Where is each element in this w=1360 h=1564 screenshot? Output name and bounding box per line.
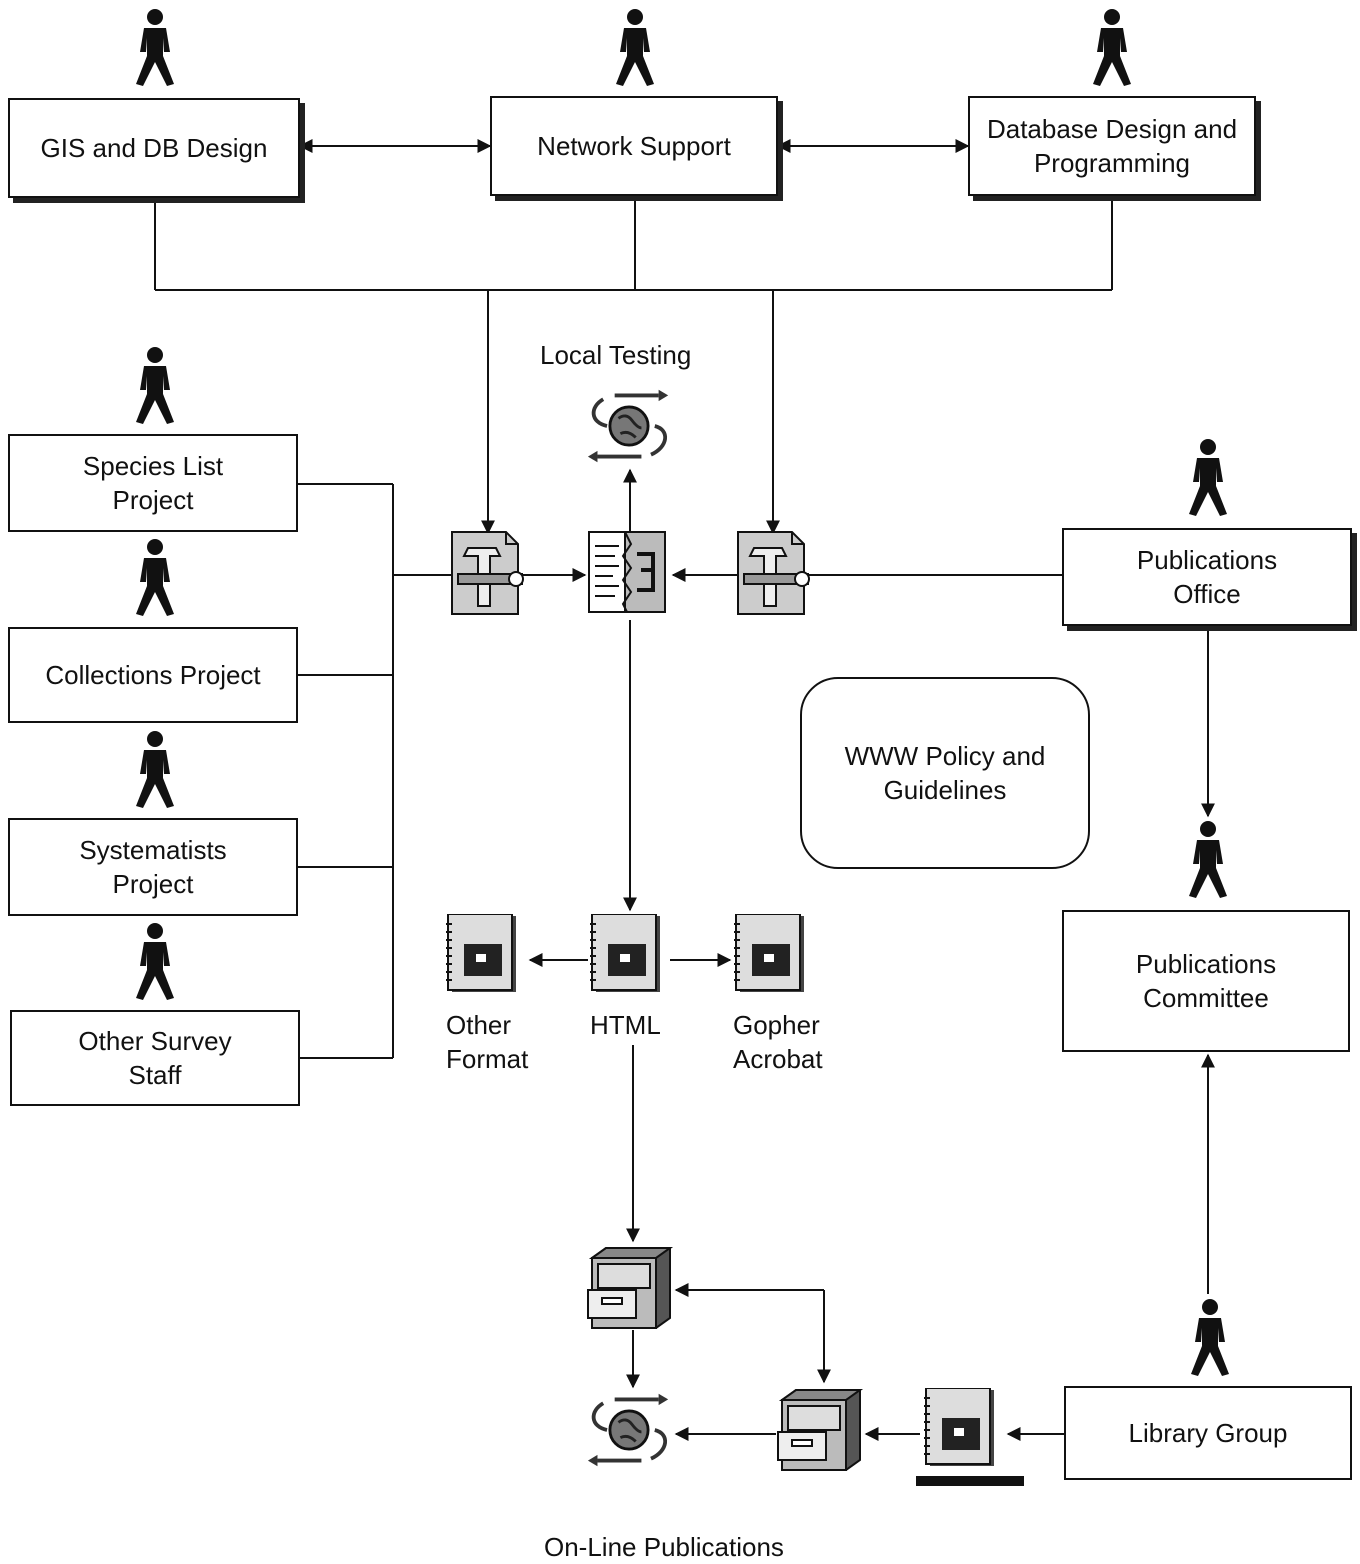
notebook-document-icon <box>924 1388 995 1467</box>
hammer-wrench-tool-icon <box>737 531 810 615</box>
person-icon <box>136 731 174 808</box>
gopher-acrobat-label: Gopher Acrobat <box>733 1010 823 1074</box>
html-label: HTML <box>590 1010 661 1040</box>
local-testing-label: Local Testing <box>540 340 692 370</box>
gis-db-design-box: GIS and DB Design <box>8 98 300 198</box>
person-icon <box>1191 1299 1229 1376</box>
www-policy-guidelines-box: WWW Policy and Guidelines <box>800 677 1090 869</box>
other-survey-staff-box: Other Survey Staff <box>10 1010 300 1106</box>
person-icon <box>1189 439 1227 516</box>
globe-cycle-icon <box>586 1391 671 1469</box>
publications-committee-box: Publications Committee <box>1062 910 1350 1052</box>
database-design-box: Database Design and Programming <box>968 96 1256 196</box>
online-publications-label: On-Line Publications <box>544 1532 784 1562</box>
species-list-project-box: Species List Project <box>8 434 298 532</box>
notebook-document-icon <box>734 914 805 993</box>
hammer-wrench-tool-icon <box>451 531 524 615</box>
person-icon <box>616 9 654 86</box>
document-merge-icon <box>587 530 667 614</box>
other-format-label: Other Format <box>446 1010 529 1074</box>
library-group-box: Library Group <box>1064 1386 1352 1480</box>
collections-project-box: Collections Project <box>8 627 298 723</box>
systematists-project-box: Systematists Project <box>8 818 298 916</box>
file-cabinet-icon <box>587 1247 671 1329</box>
person-icon <box>1189 821 1227 898</box>
person-icon <box>136 347 174 424</box>
globe-cycle-icon <box>586 387 671 465</box>
file-cabinet-icon <box>777 1389 861 1471</box>
notebook-document-icon <box>590 914 661 993</box>
person-icon <box>136 923 174 1000</box>
person-icon <box>136 9 174 86</box>
person-icon <box>1093 9 1131 86</box>
underline-bar <box>916 1476 1024 1486</box>
notebook-document-icon <box>446 914 517 993</box>
network-support-box: Network Support <box>490 96 778 196</box>
person-icon <box>136 539 174 616</box>
publications-office-box: Publications Office <box>1062 528 1352 626</box>
